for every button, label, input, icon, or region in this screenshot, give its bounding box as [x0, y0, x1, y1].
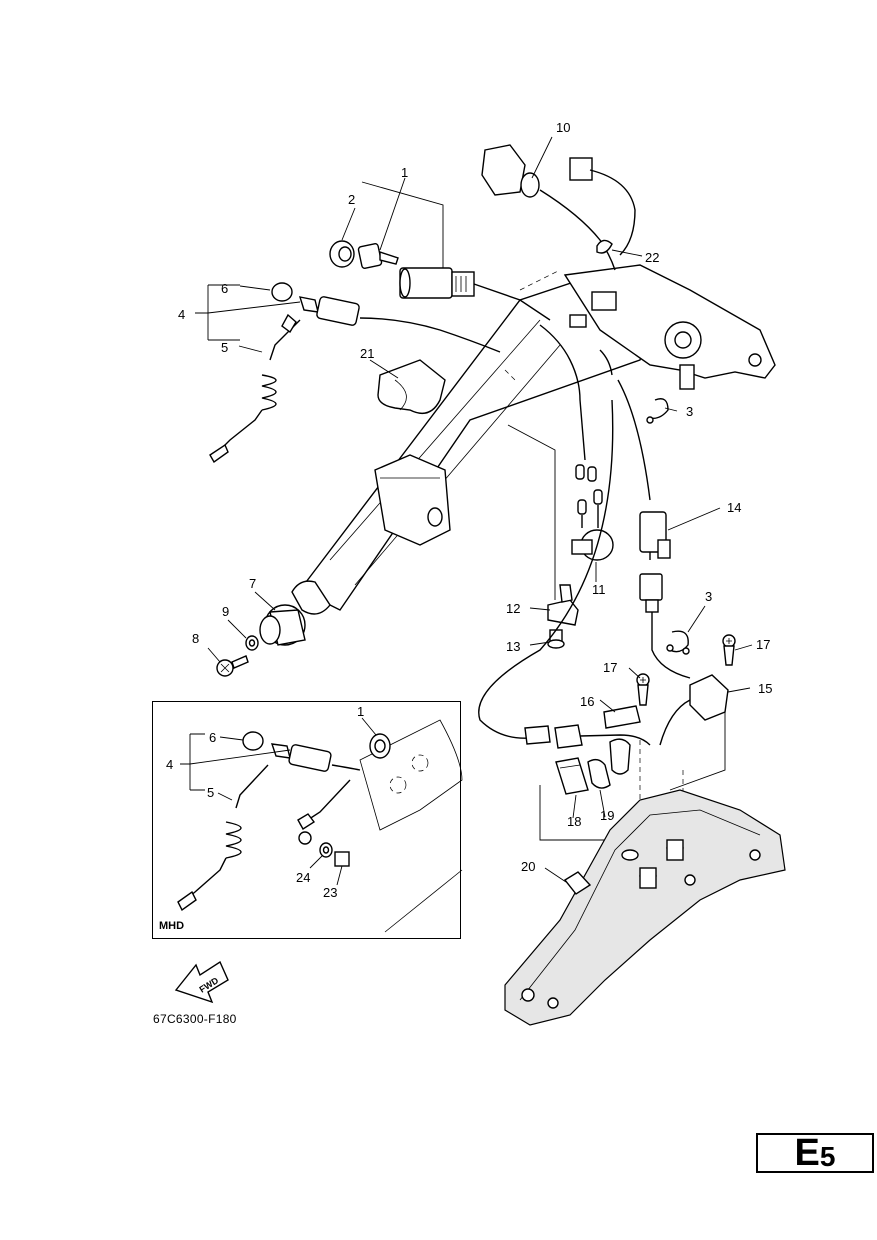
main-switch: [399, 267, 551, 321]
diagram-part-code: 67C6300-F180: [153, 1012, 237, 1026]
callout-22: 22: [645, 250, 659, 265]
callout-7: 7: [249, 576, 256, 591]
callout-16: 16: [580, 694, 594, 709]
lower-connector: [639, 573, 691, 679]
lead-wire: [478, 399, 614, 739]
upper-connectors: [539, 291, 617, 401]
leader-lines: [195, 136, 753, 883]
washer: [245, 635, 259, 651]
callout-9: 9: [222, 604, 229, 619]
bracket: [547, 584, 579, 626]
inset-callout-1: 1: [357, 704, 364, 719]
key: [357, 243, 399, 269]
connector-holder: [603, 705, 641, 729]
page-tag-number: 5: [819, 1141, 836, 1172]
callout-5: 5: [221, 340, 228, 355]
buzzer: [571, 399, 614, 561]
callout-labels: 10 1 2 22 6 4 5 21 3 14 7 11 3 12 9 8 17…: [178, 120, 772, 874]
grommet-small: [587, 758, 611, 789]
page-section-tag: E 5: [756, 1133, 874, 1173]
throttle-grip-end: [259, 604, 306, 646]
connector-row: [524, 724, 651, 775]
neutral-switch-connector: [617, 379, 671, 560]
callout-17-left: 17: [603, 660, 617, 675]
inset-callout-5: 5: [207, 785, 214, 800]
wire-harness-connector: [481, 144, 636, 271]
mhd-inset-drawing: [177, 717, 463, 933]
lanyard: [209, 313, 301, 464]
screw: [216, 655, 249, 677]
callout-14: 14: [727, 500, 741, 515]
callout-3-upper: 3: [686, 404, 693, 419]
relay: [659, 674, 729, 746]
forward-direction-arrow: FWD: [174, 960, 229, 1004]
callout-3-lower: 3: [705, 589, 712, 604]
grommet-large: [555, 757, 589, 795]
mhd-inset-box: MHD: [152, 701, 461, 939]
harness-clamp: [596, 239, 613, 254]
callout-19: 19: [600, 808, 614, 823]
callout-11: 11: [592, 582, 606, 597]
steering-bracket: [563, 264, 776, 390]
inset-callout-24: 24: [296, 870, 310, 885]
callout-12: 12: [506, 601, 520, 616]
caution-label: [563, 871, 592, 895]
callout-21: 21: [360, 346, 374, 361]
page-tag-letter: E: [794, 1132, 820, 1174]
inset-callout-6: 6: [209, 730, 216, 745]
callout-17-right: 17: [756, 637, 770, 652]
engine-stop-switch: [271, 282, 501, 353]
grip-cover: [377, 359, 446, 414]
callout-4: 4: [178, 307, 185, 322]
wire-clip-upper: [646, 398, 669, 424]
callout-1: 1: [401, 165, 408, 180]
callout-18: 18: [567, 814, 581, 829]
callout-2: 2: [348, 192, 355, 207]
callout-8: 8: [192, 631, 199, 646]
self-tapping-screw-right: [722, 634, 736, 666]
inset-callout-4: 4: [166, 757, 173, 772]
callout-6: 6: [221, 281, 228, 296]
mhd-inset-label: MHD: [159, 920, 185, 932]
bottom-cowling: [504, 789, 786, 1026]
callout-10: 10: [556, 120, 570, 135]
key-cap: [329, 240, 355, 268]
callout-20: 20: [521, 859, 535, 874]
bolt: [547, 629, 565, 649]
inset-callout-23: 23: [323, 885, 337, 900]
wire-clip-lower: [666, 630, 690, 655]
self-tapping-screw-left: [636, 673, 650, 706]
mhd-callout-labels: 1 6 4 5 24 23: [166, 704, 364, 900]
callout-15: 15: [758, 681, 772, 696]
callout-13: 13: [506, 639, 520, 654]
